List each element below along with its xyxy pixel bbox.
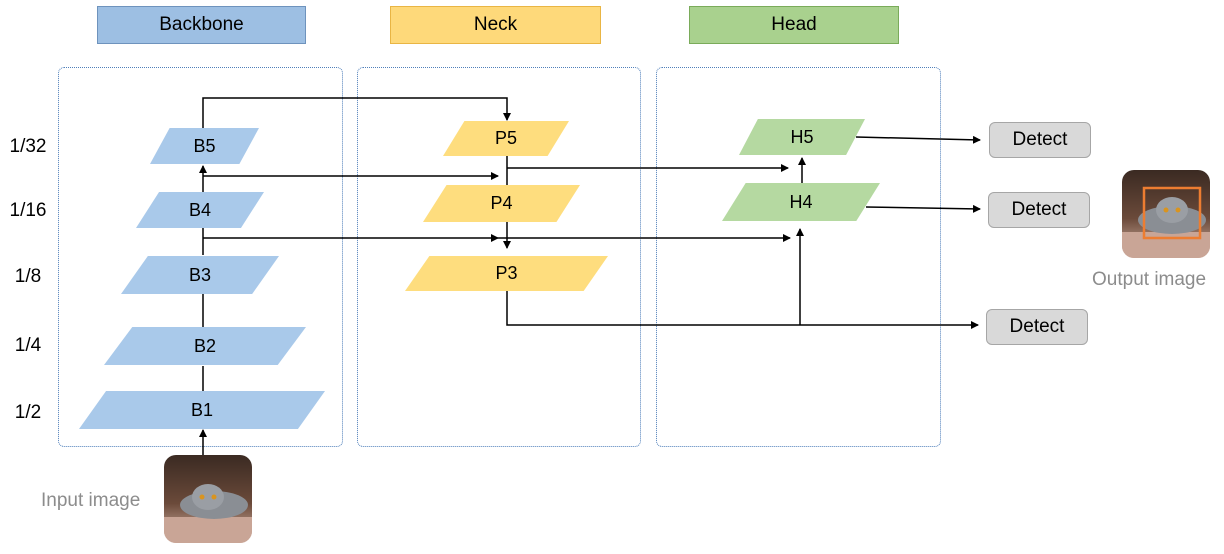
output-cat-image xyxy=(1122,170,1210,258)
scale-label-1-16: 1/16 xyxy=(9,200,47,221)
scale-label-1-4: 1/4 xyxy=(14,335,42,356)
head-panel xyxy=(656,67,941,447)
input-cat-image xyxy=(164,455,252,543)
neck-panel xyxy=(357,67,641,447)
backbone-header: Backbone xyxy=(97,6,306,44)
head-block-h4: H4 xyxy=(722,183,880,221)
backbone-block-b2: B2 xyxy=(104,327,306,365)
neck-block-p4: P4 xyxy=(423,185,580,222)
backbone-block-b1: B1 xyxy=(79,391,325,429)
output-image-caption: Output image xyxy=(1092,269,1207,290)
neck-block-p3: P3 xyxy=(405,256,608,291)
backbone-block-b4: B4 xyxy=(136,192,264,228)
scale-label-1-32: 1/32 xyxy=(9,136,47,157)
neck-header: Neck xyxy=(390,6,601,44)
detection-bounding-box xyxy=(1142,186,1202,240)
detect-box-1: Detect xyxy=(989,122,1091,158)
backbone-block-b3: B3 xyxy=(121,256,279,294)
scale-label-1-2: 1/2 xyxy=(14,402,42,423)
input-image-caption: Input image xyxy=(41,490,141,511)
backbone-block-b5: B5 xyxy=(150,128,259,164)
head-block-h5: H5 xyxy=(739,119,865,155)
backbone-panel xyxy=(58,67,343,447)
detect-box-3: Detect xyxy=(986,309,1088,345)
neck-block-p5: P5 xyxy=(443,121,569,156)
scale-label-1-8: 1/8 xyxy=(14,266,42,287)
head-header: Head xyxy=(689,6,899,44)
detect-box-2: Detect xyxy=(988,192,1090,228)
